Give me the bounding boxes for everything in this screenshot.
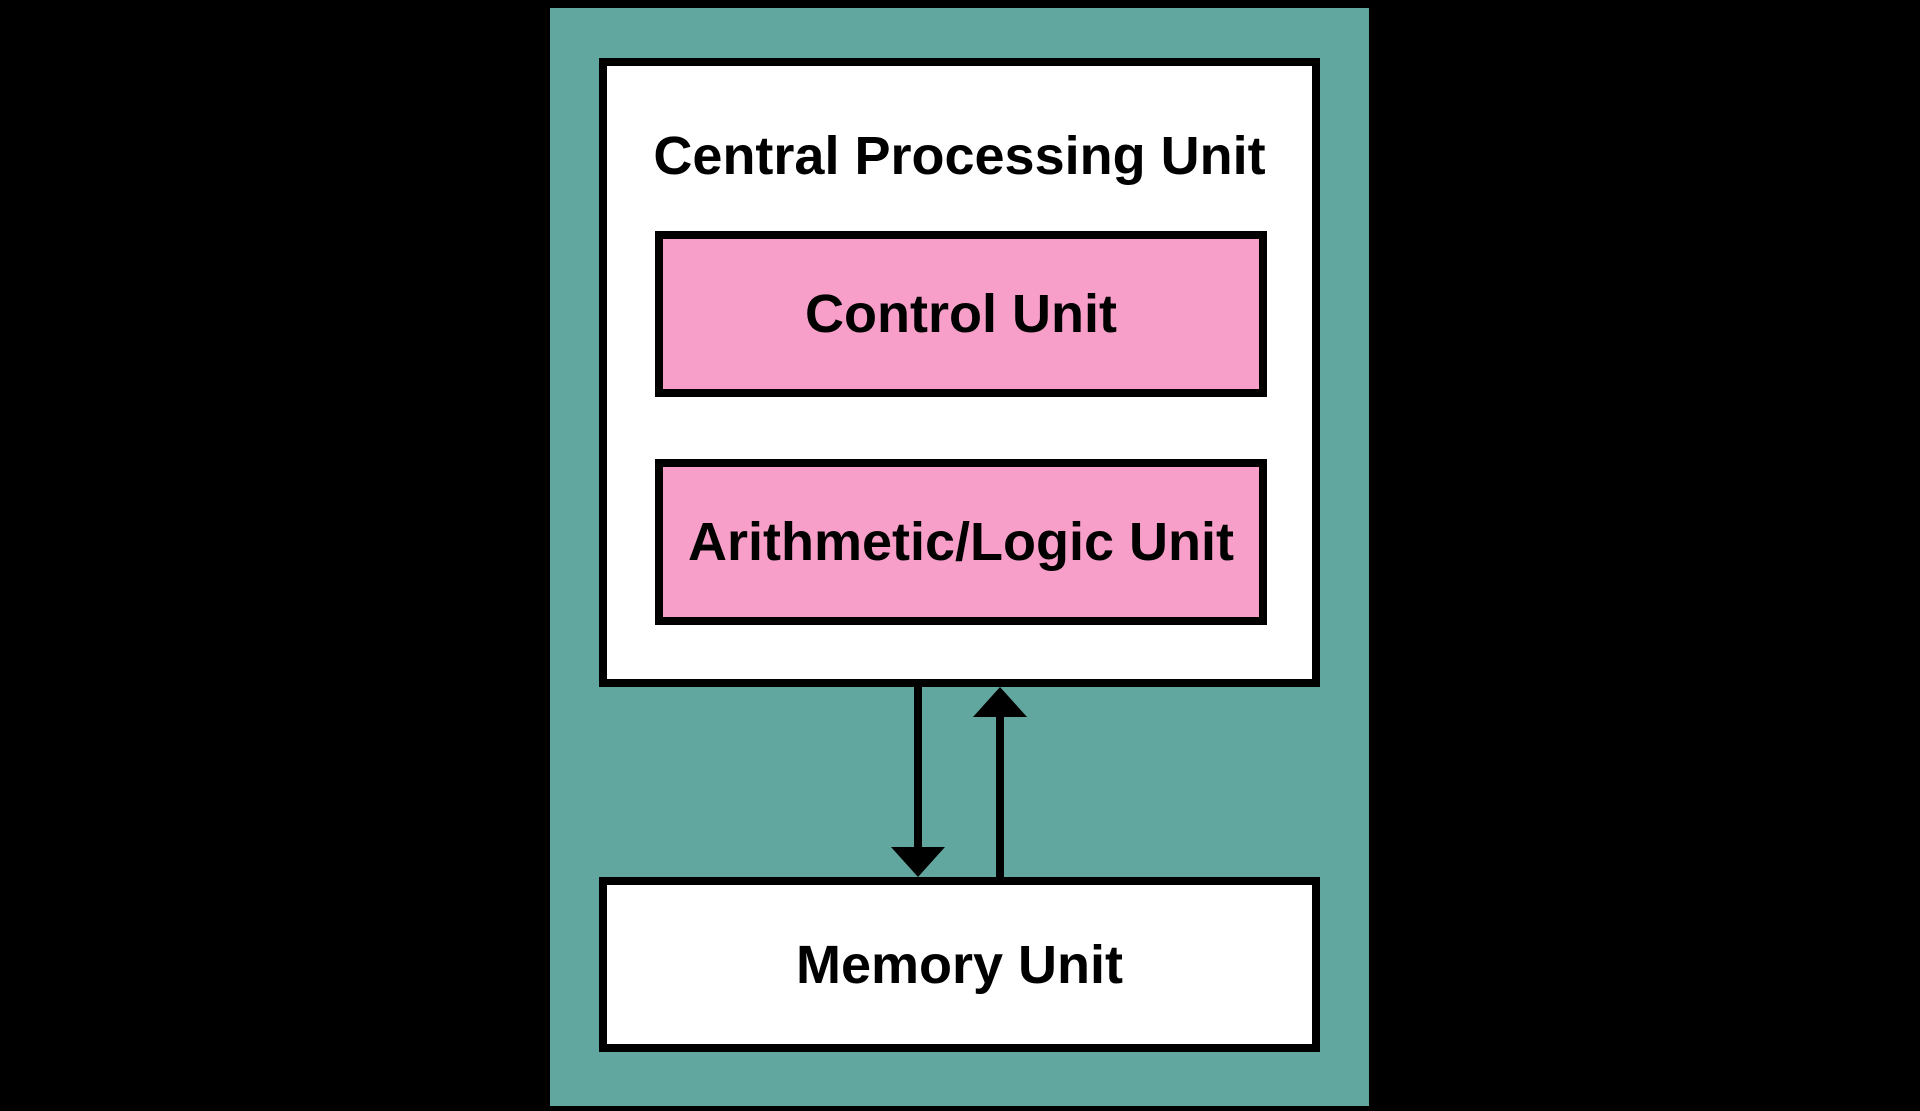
cpu-box: Central Processing Unit Control Unit Ari… (599, 58, 1320, 687)
memory-unit-label: Memory Unit (795, 934, 1124, 995)
arrow-up-icon (973, 687, 1027, 877)
arrow-down-icon (891, 687, 945, 877)
computer-panel: Central Processing Unit Control Unit Ari… (550, 8, 1369, 1106)
arrow-up-head (973, 687, 1027, 717)
alu-box: Arithmetic/Logic Unit (655, 459, 1267, 625)
control-unit-box: Control Unit (655, 231, 1267, 397)
alu-label: Arithmetic/Logic Unit (687, 512, 1234, 572)
memory-unit-box: Memory Unit (599, 877, 1320, 1052)
arrow-down-shaft (914, 687, 922, 851)
arrow-down-head (891, 847, 945, 877)
cpu-title: Central Processing Unit (653, 126, 1266, 186)
arrow-up-shaft (996, 715, 1004, 877)
control-unit-label: Control Unit (805, 284, 1117, 344)
